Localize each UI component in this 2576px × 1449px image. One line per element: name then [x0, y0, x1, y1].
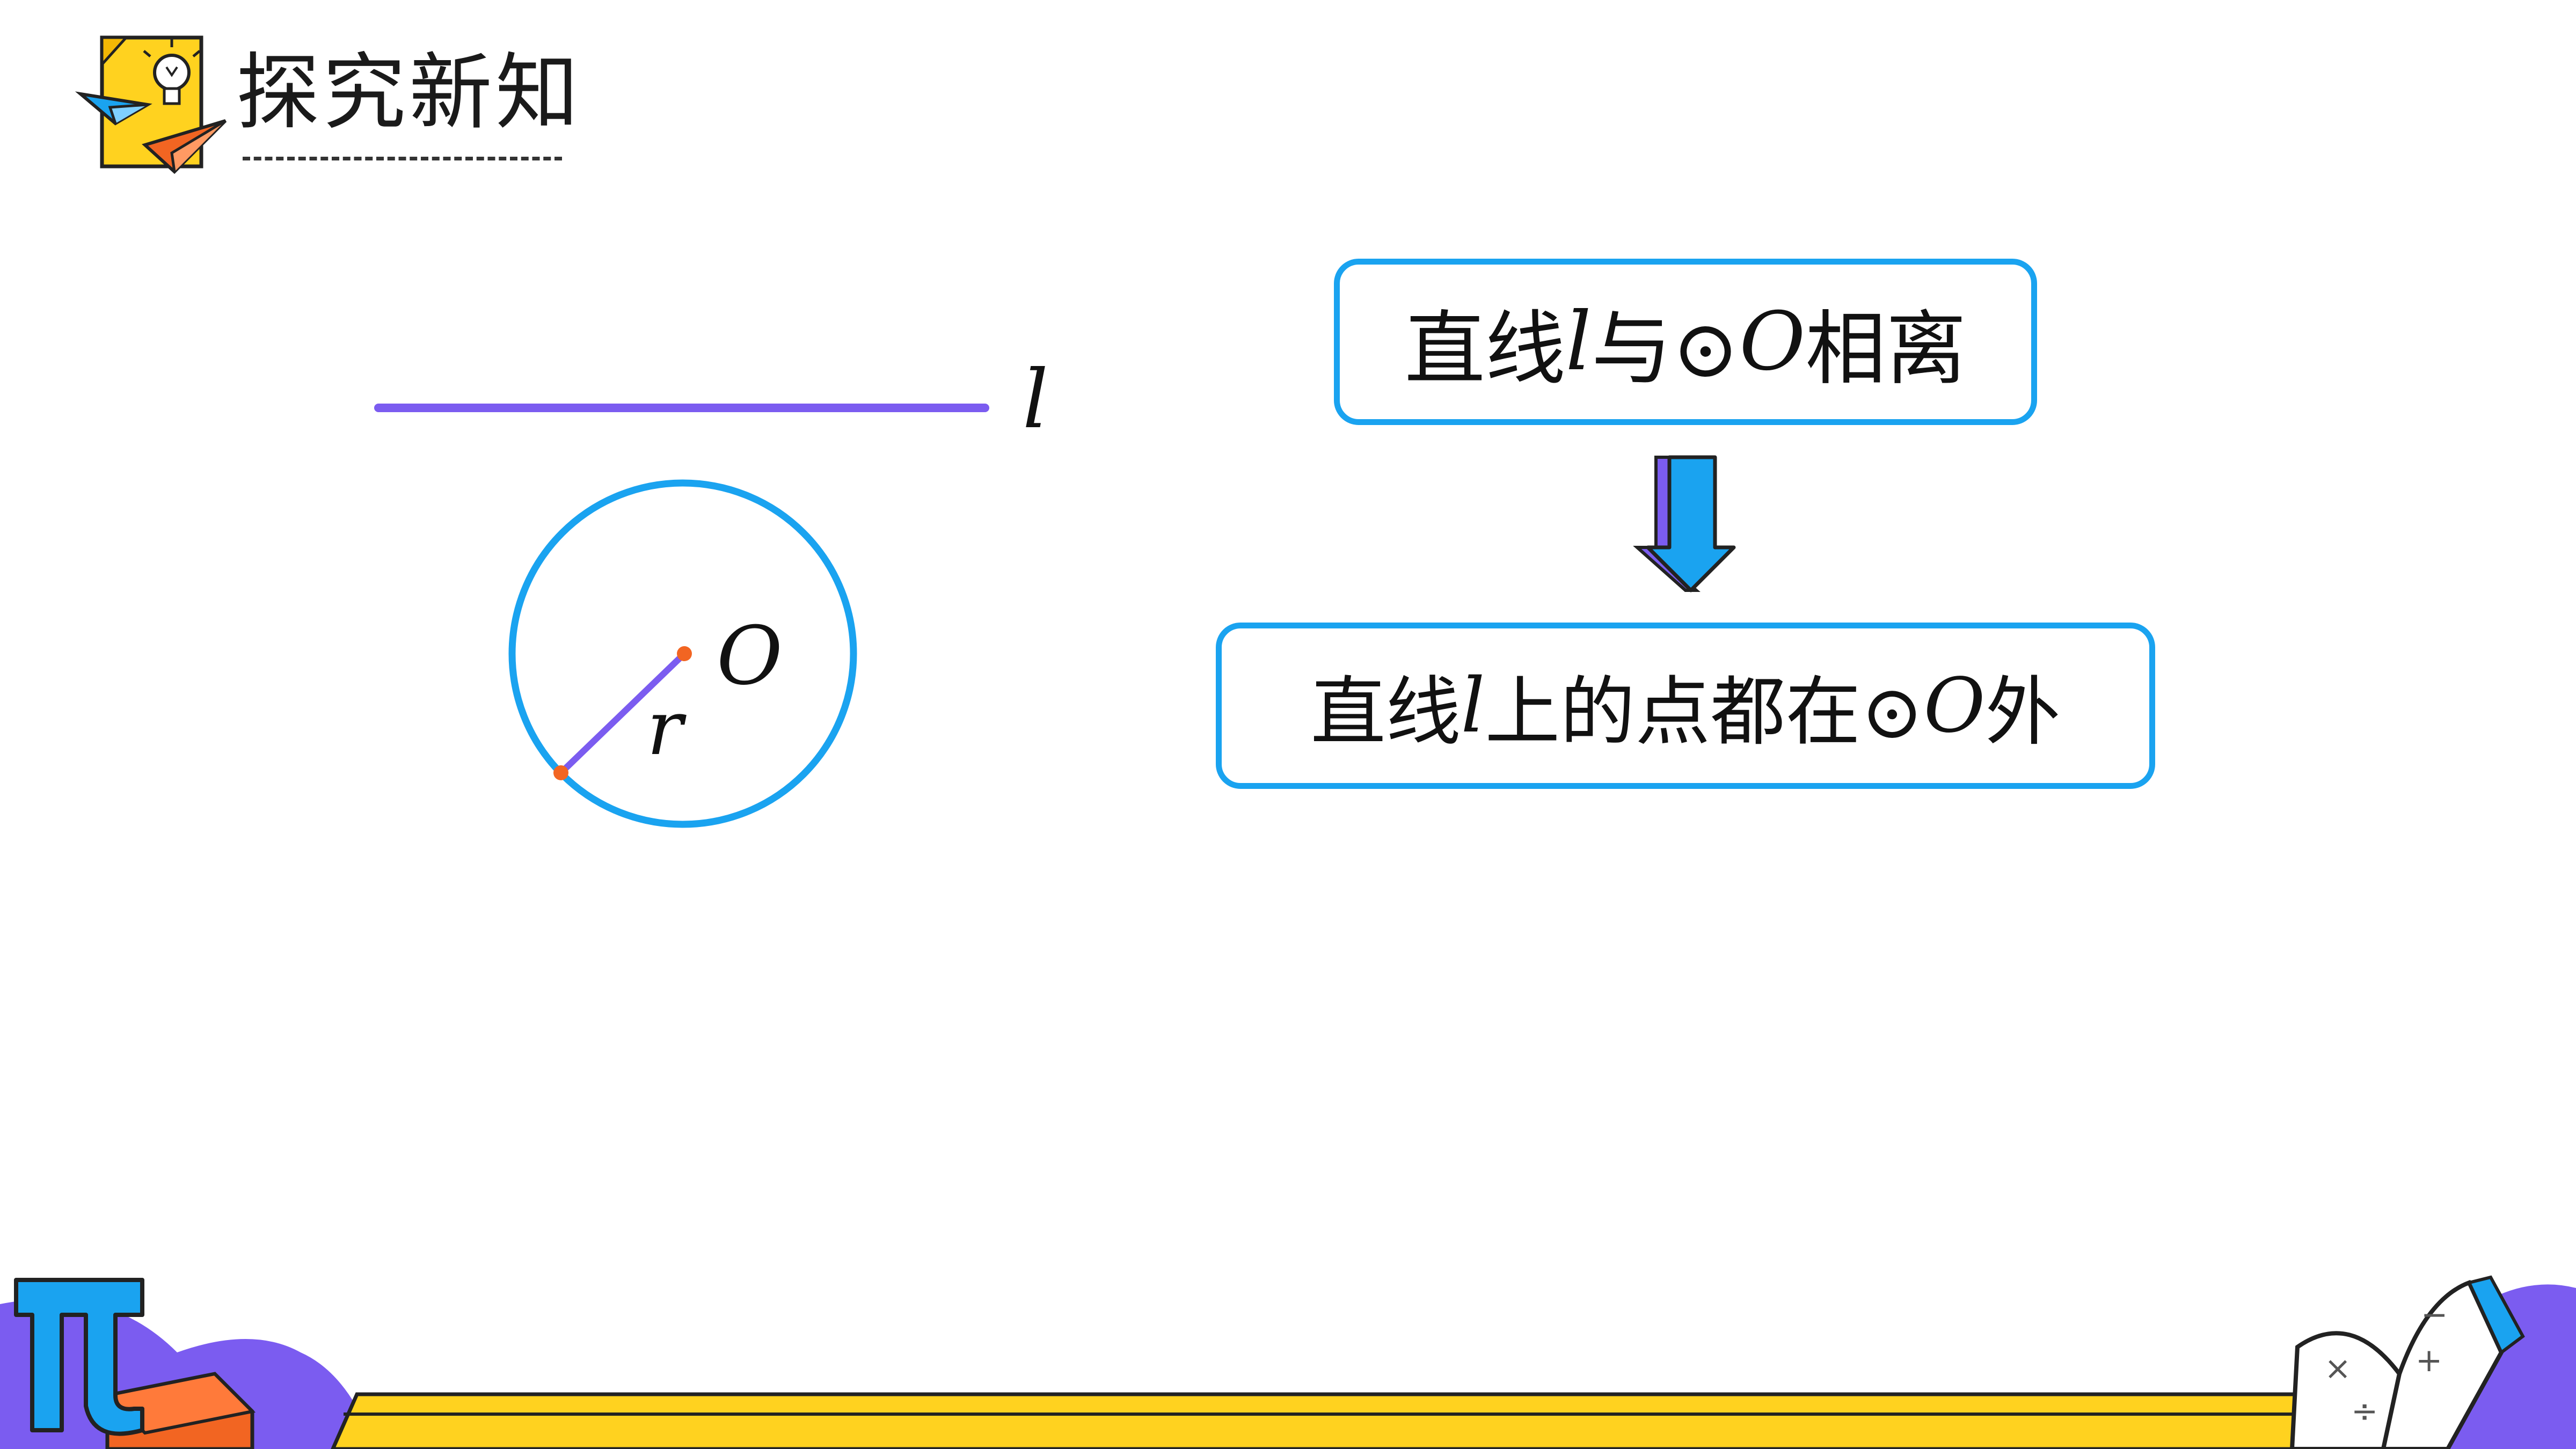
page-title: 探究新知 — [236, 44, 582, 141]
relation-middle: 与⊙ — [1591, 302, 1740, 396]
conclusion-suffix: 外 — [1985, 669, 2061, 756]
conclusion-prefix: 直线 — [1310, 669, 1461, 756]
relation-card: 直线 l 与⊙ O 相离 — [1334, 259, 2037, 425]
right-purple-hill — [2373, 1284, 2576, 1449]
down-arrow-icon — [1633, 455, 1736, 592]
blue-paper-plane-icon — [75, 91, 152, 126]
svg-text:−: − — [2421, 1296, 2448, 1334]
conclusion-card: 直线 l 上的点都在⊙ O 外 — [1216, 623, 2155, 789]
footer-band — [331, 1392, 2322, 1449]
radius-endpoint — [553, 765, 568, 780]
conclusion-var: l — [1461, 662, 1485, 750]
orange-block-icon — [104, 1372, 256, 1449]
orange-paper-plane-icon — [142, 119, 227, 174]
open-book-icon: × ÷ + − — [2289, 1275, 2525, 1449]
relation-suffix: 相离 — [1805, 302, 1967, 396]
conclusion-circle: O — [1923, 662, 1986, 750]
center-label: O — [717, 610, 783, 703]
relation-var: l — [1565, 295, 1592, 389]
left-purple-hill — [0, 1299, 376, 1449]
line-label: l — [1023, 353, 1048, 447]
center-point — [677, 646, 692, 661]
conclusion-middle: 上的点都在⊙ — [1485, 669, 1924, 756]
radius-label: r — [647, 685, 683, 772]
svg-text:÷: ÷ — [2351, 1393, 2378, 1430]
pi-symbol-icon — [14, 1278, 144, 1436]
lightbulb-note-icon — [100, 35, 203, 169]
relation-prefix: 直线 — [1404, 302, 1566, 396]
title-underline — [243, 157, 562, 160]
svg-text:+: + — [2416, 1342, 2442, 1379]
circle-o — [508, 479, 857, 828]
svg-text:×: × — [2324, 1350, 2351, 1387]
relation-circle: O — [1739, 295, 1806, 389]
